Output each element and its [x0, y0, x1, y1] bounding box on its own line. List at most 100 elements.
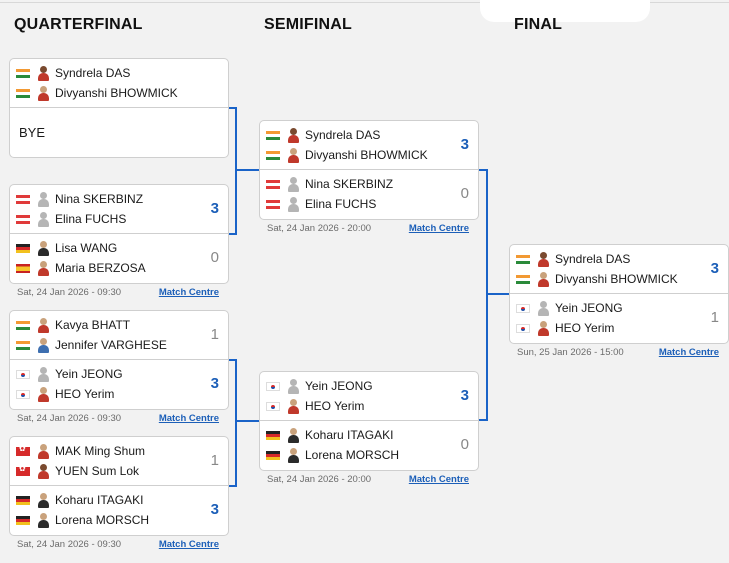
match-card-qf2[interactable]: Nina SKERBINZ Elina FUCHS 3 Lisa WANG Ma… [9, 184, 229, 284]
team-row: Yein JEONG HEO Yerim 3 [10, 360, 228, 409]
india-flag-icon [266, 150, 280, 160]
team-row: Kavya BHATT Jennifer VARGHESE 1 [10, 311, 228, 360]
match-card-qf3[interactable]: Kavya BHATT Jennifer VARGHESE 1 Yein JEO… [9, 310, 229, 410]
austria-flag-icon [16, 194, 30, 204]
player-avatar-icon [37, 463, 50, 479]
player-avatar-icon [287, 176, 300, 192]
match-meta-final: Sun, 25 Jan 2026 - 15:00 Match Centre [509, 347, 729, 361]
match-date: Sat, 24 Jan 2026 - 09:30 [17, 413, 122, 424]
player-name: Divyanshi BHOWMICK [305, 148, 428, 162]
player-avatar-icon [37, 492, 50, 508]
header-mask [480, 0, 650, 22]
player-avatar-icon [37, 512, 50, 528]
india-flag-icon [266, 130, 280, 140]
player-avatar-icon [537, 300, 550, 316]
player-entry: Yein JEONG [16, 366, 123, 382]
team-row: Yein JEONG HEO Yerim 3 [260, 372, 478, 421]
player-avatar-icon [287, 196, 300, 212]
match-date: Sun, 25 Jan 2026 - 15:00 [517, 347, 624, 358]
round-title-final: FINAL [514, 16, 563, 33]
germany-flag-icon [266, 430, 280, 440]
team-row: Syndrela DAS Divyanshi BHOWMICK 3 [510, 245, 728, 294]
match-centre-link[interactable]: Match Centre [158, 539, 219, 550]
player-name: Lorena MORSCH [305, 448, 400, 462]
match-card-final[interactable]: Syndrela DAS Divyanshi BHOWMICK 3 Yein J… [509, 244, 729, 344]
hong-kong-flag-icon [16, 464, 30, 476]
match-meta-sf2: Sat, 24 Jan 2026 - 20:00 Match Centre [259, 474, 479, 488]
hong-kong-flag-icon [16, 444, 30, 456]
player-entry: Divyanshi BHOWMICK [266, 147, 428, 163]
player-avatar-icon [287, 398, 300, 414]
match-date: Sat, 24 Jan 2026 - 09:30 [17, 539, 122, 550]
player-name: YUEN Sum Lok [55, 464, 140, 478]
player-name: Koharu ITAGAKI [305, 428, 394, 442]
player-entry: Syndrela DAS [266, 127, 380, 143]
player-avatar-icon [37, 386, 50, 402]
bracket-connector [488, 293, 509, 295]
india-flag-icon [16, 68, 30, 78]
team-score: 3 [710, 260, 719, 277]
bracket-connector [479, 169, 488, 421]
match-card-sf1[interactable]: Syndrela DAS Divyanshi BHOWMICK 3 Nina S… [259, 120, 479, 220]
india-flag-icon [16, 88, 30, 98]
korea-flag-icon [16, 389, 30, 399]
player-name: Divyanshi BHOWMICK [555, 272, 678, 286]
player-entry: HEO Yerim [16, 386, 114, 402]
team-score: 0 [210, 249, 219, 266]
match-meta-qf3: Sat, 24 Jan 2026 - 09:30 Match Centre [9, 413, 229, 427]
player-avatar-icon [537, 320, 550, 336]
match-centre-link[interactable]: Match Centre [158, 287, 219, 298]
player-name: Nina SKERBINZ [305, 177, 394, 191]
spain-flag-icon [16, 263, 30, 273]
match-centre-link[interactable]: Match Centre [658, 347, 719, 358]
team-row-bye: BYE [10, 108, 228, 157]
match-centre-link[interactable]: Match Centre [408, 474, 469, 485]
player-entry: Syndrela DAS [16, 65, 130, 81]
player-name: HEO Yerim [305, 399, 365, 413]
match-centre-link[interactable]: Match Centre [408, 223, 469, 234]
player-name: Yein JEONG [555, 301, 623, 315]
match-centre-link[interactable]: Match Centre [158, 413, 219, 424]
player-name: HEO Yerim [55, 387, 115, 401]
austria-flag-icon [16, 214, 30, 224]
player-entry: Elina FUCHS [266, 196, 376, 212]
player-avatar-icon [287, 147, 300, 163]
india-flag-icon [16, 320, 30, 330]
player-avatar-icon [37, 191, 50, 207]
player-entry: MAK Ming Shum [16, 443, 145, 459]
player-avatar-icon [37, 443, 50, 459]
match-card-sf2[interactable]: Yein JEONG HEO Yerim 3 Koharu ITAGAKI Lo… [259, 371, 479, 471]
team-score: 3 [210, 375, 219, 392]
round-title-quarterfinal: QUARTERFINAL [14, 16, 143, 33]
match-meta-qf4: Sat, 24 Jan 2026 - 09:30 Match Centre [9, 539, 229, 553]
player-entry: Yein JEONG [516, 300, 623, 316]
player-name: Yein JEONG [305, 379, 373, 393]
player-name: Kavya BHATT [55, 318, 131, 332]
team-score: 1 [210, 452, 219, 469]
round-title-semifinal: SEMIFINAL [264, 16, 353, 33]
player-avatar-icon [37, 366, 50, 382]
team-row: MAK Ming Shum YUEN Sum Lok 1 [10, 437, 228, 486]
player-entry: HEO Yerim [266, 398, 364, 414]
player-name: Jennifer VARGHESE [55, 338, 167, 352]
match-card-qf4[interactable]: MAK Ming Shum YUEN Sum Lok 1 Koharu ITAG… [9, 436, 229, 536]
team-score: 0 [460, 436, 469, 453]
team-row: Syndrela DAS Divyanshi BHOWMICK 3 [260, 121, 478, 170]
korea-flag-icon [266, 381, 280, 391]
player-avatar-icon [537, 251, 550, 267]
team-score: 3 [210, 200, 219, 217]
match-card-qf1[interactable]: Syndrela DAS Divyanshi BHOWMICK BYE [9, 58, 229, 158]
player-name: Nina SKERBINZ [55, 192, 144, 206]
player-avatar-icon [37, 240, 50, 256]
player-avatar-icon [287, 378, 300, 394]
player-entry: Divyanshi BHOWMICK [516, 271, 678, 287]
player-name: Syndrela DAS [555, 252, 631, 266]
team-row: Koharu ITAGAKI Lorena MORSCH 3 [10, 486, 228, 535]
player-entry: Lisa WANG [16, 240, 117, 256]
player-avatar-icon [37, 260, 50, 276]
player-avatar-icon [287, 127, 300, 143]
player-avatar-icon [37, 65, 50, 81]
bracket-connector [237, 169, 259, 171]
player-avatar-icon [37, 317, 50, 333]
player-entry: Nina SKERBINZ [266, 176, 393, 192]
